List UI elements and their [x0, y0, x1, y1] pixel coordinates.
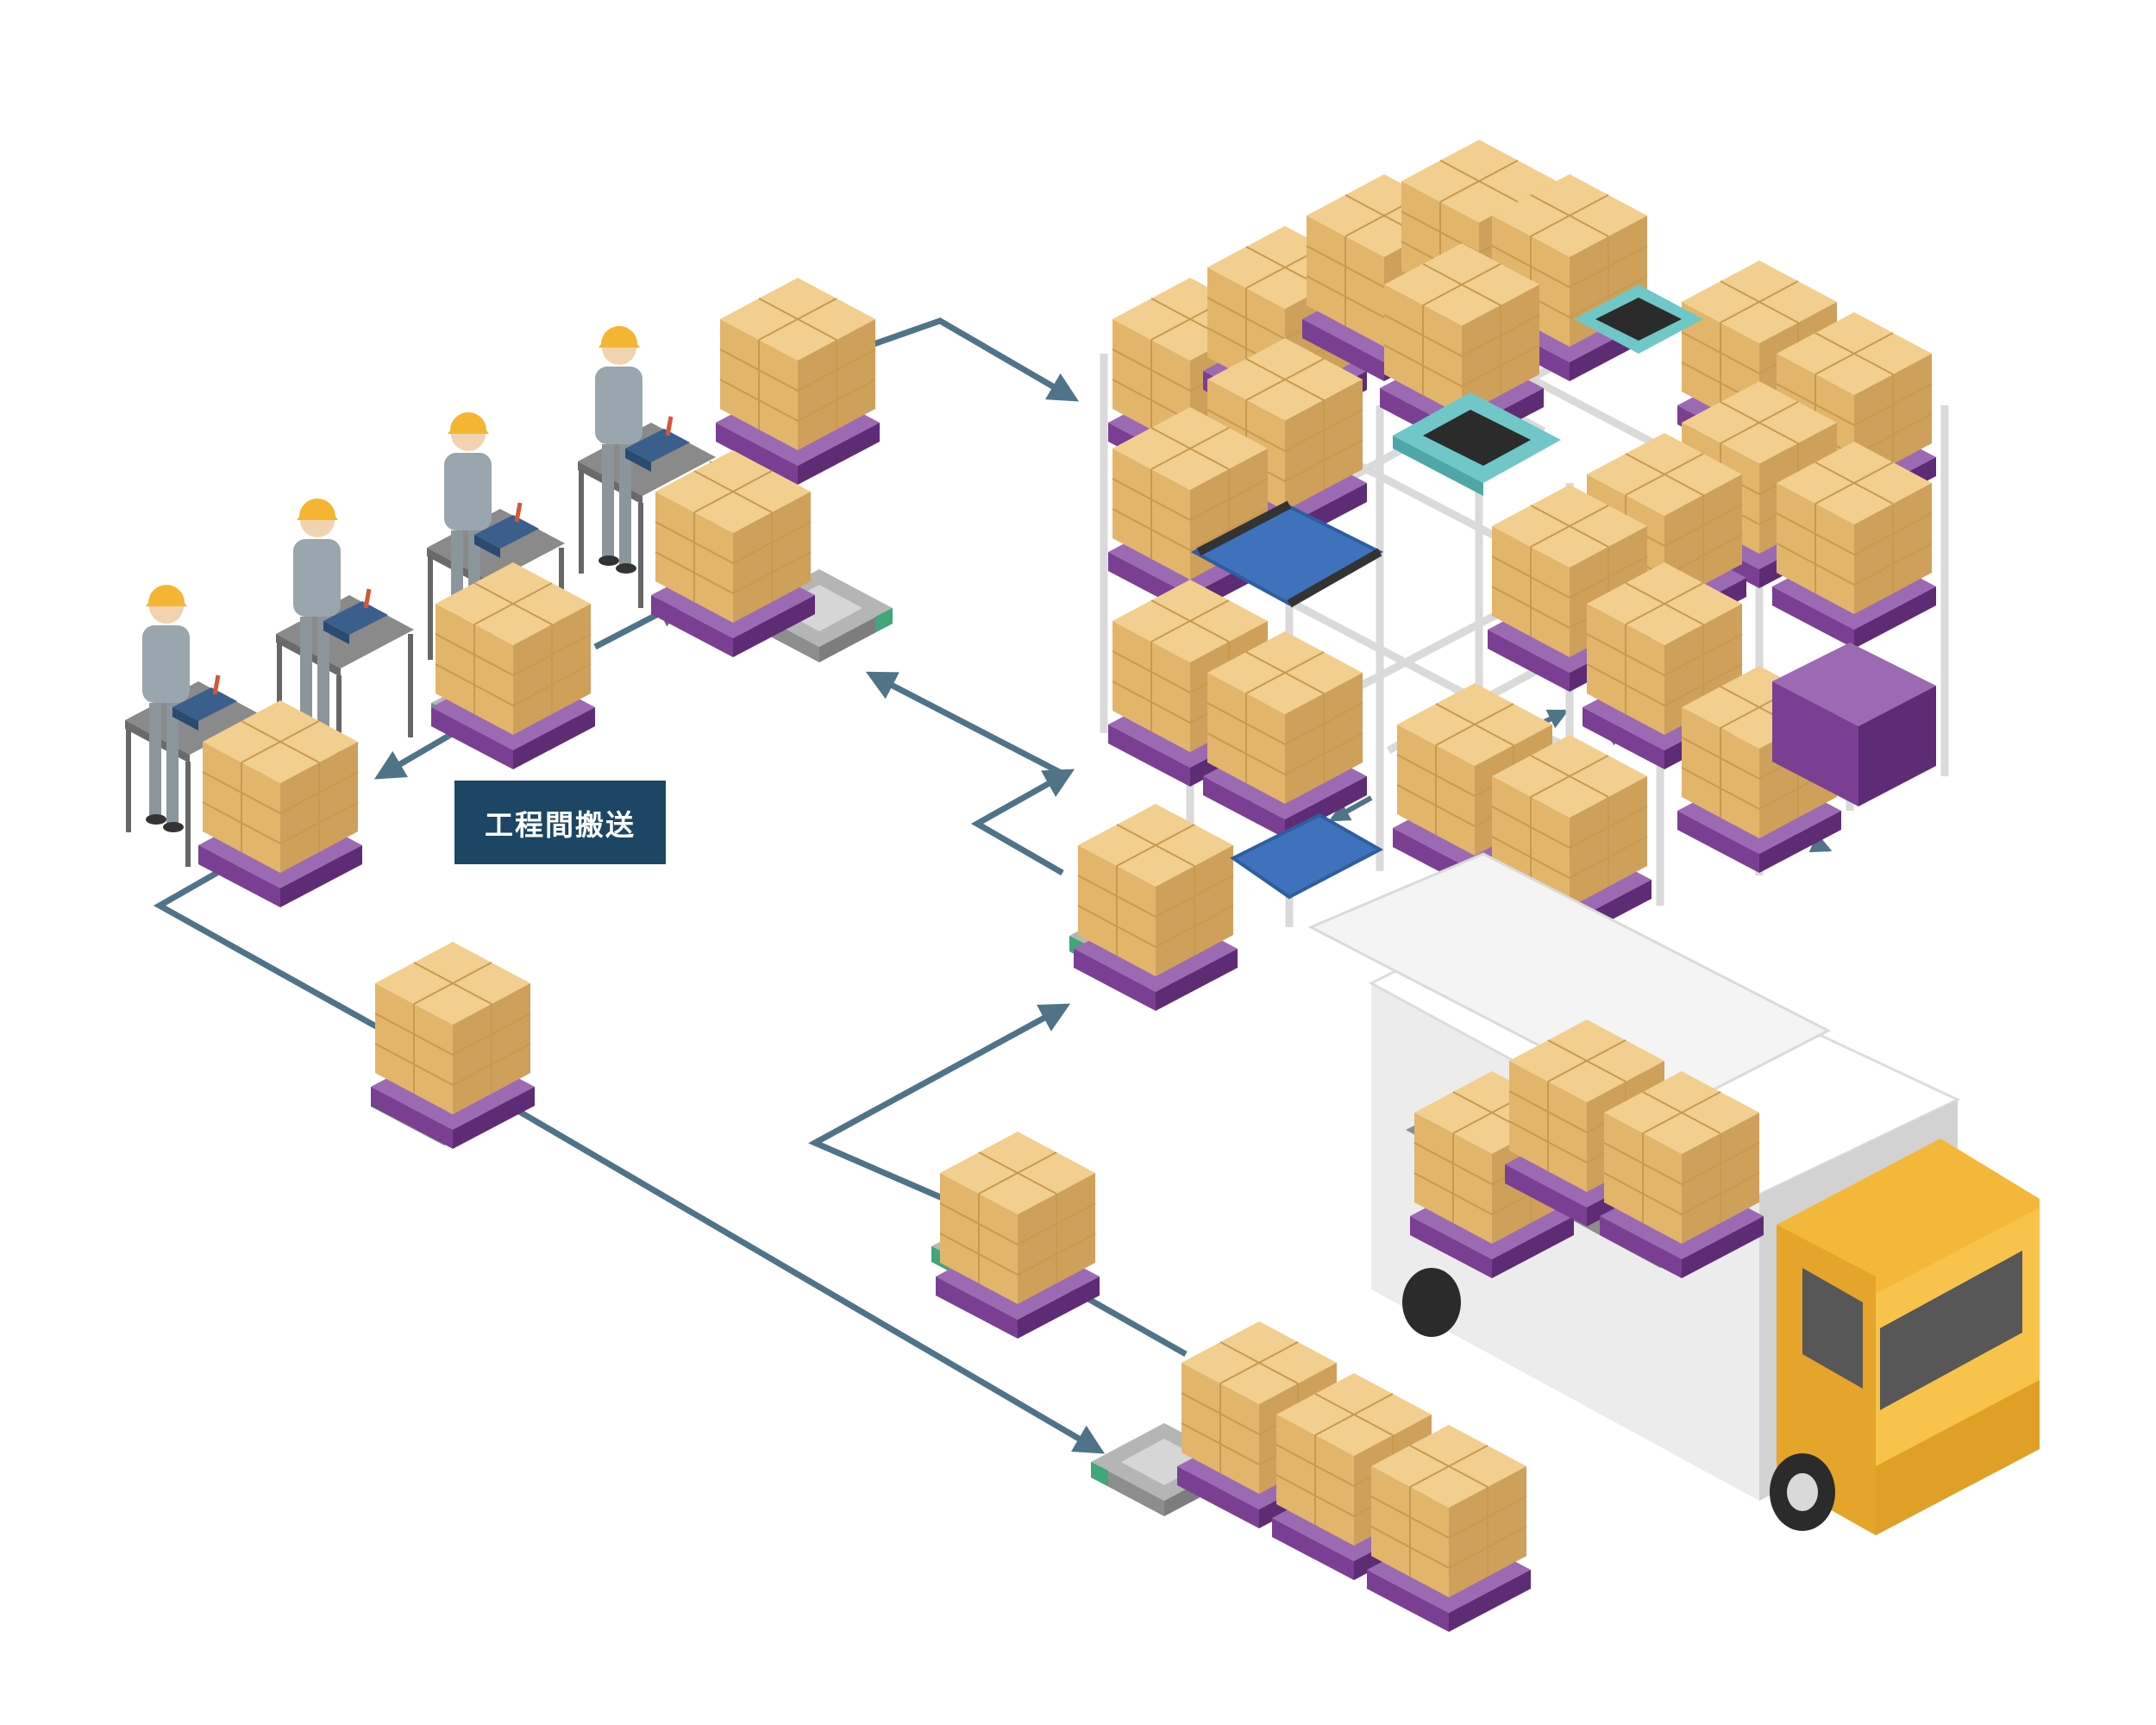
pallet-load-icon — [650, 449, 816, 658]
pallet-load-icon — [1366, 1424, 1532, 1633]
flow-arrow-icon — [490, 1092, 1106, 1454]
shuttle-robot-icon — [1393, 392, 1561, 496]
pallet-load-icon — [197, 699, 363, 908]
truck-icon — [1307, 852, 2040, 1535]
shuttle-robot-icon — [1574, 285, 1703, 354]
pallet-load-icon — [1202, 630, 1368, 839]
flow-arrow-icon — [1328, 795, 1373, 822]
lift-trays — [1190, 500, 1384, 900]
flow-arrow-icon — [871, 673, 1062, 873]
flow-arrow-icon — [869, 317, 1080, 402]
flow-arrow-icon — [865, 671, 1069, 780]
shuttle-robots — [1393, 285, 1703, 496]
pallet-load-icon — [935, 1131, 1100, 1339]
process-transport-label: 工程間搬送 — [454, 781, 666, 864]
pallet-load-icon — [370, 941, 536, 1150]
pallet-load-icon — [1771, 441, 1937, 649]
flow-arrow-icon — [970, 768, 1075, 876]
process-transport-label-text: 工程間搬送 — [485, 807, 636, 842]
pallet-load-icon — [715, 277, 881, 486]
empty-pallet-stack — [1772, 643, 1936, 806]
pallet-load-icon — [1599, 1070, 1764, 1279]
pallet-load-icon — [430, 561, 596, 770]
pallet-load-icon — [1073, 803, 1238, 1012]
flow-arrow-icon — [808, 1003, 1071, 1202]
agvs — [198, 569, 1238, 1516]
